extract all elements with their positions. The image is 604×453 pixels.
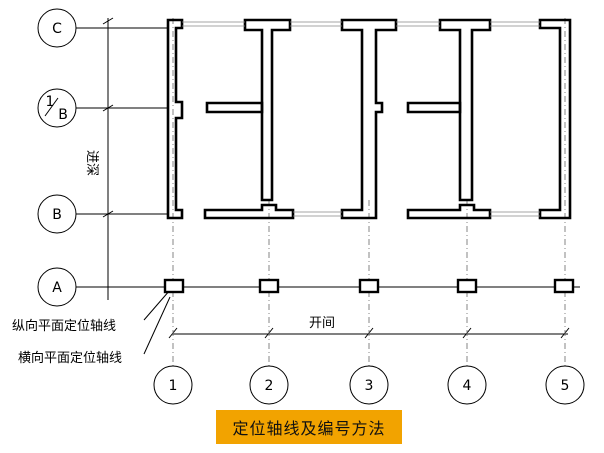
window-lines — [182, 21, 540, 217]
longitudinal-axis-label: 纵向平面定位轴线 — [12, 318, 116, 334]
svg-text:1: 1 — [46, 94, 55, 110]
diagram-title: 定位轴线及编号方法 — [216, 410, 402, 444]
walls — [166, 18, 572, 220]
axis-bubble-c: C — [37, 8, 77, 48]
axis-bubble-2: 2 — [249, 365, 289, 405]
axis-bubble-1: 1 — [153, 365, 193, 405]
svg-text:3: 3 — [365, 378, 374, 394]
svg-text:4: 4 — [463, 378, 472, 394]
vertical-axis-lines — [172, 18, 566, 368]
depth-label: 进深 — [84, 150, 99, 176]
svg-text:5: 5 — [561, 378, 570, 394]
svg-text:A: A — [52, 280, 62, 296]
axis-bubble-b: B — [37, 194, 77, 234]
svg-text:2: 2 — [265, 378, 274, 394]
transverse-axis-label: 横向平面定位轴线 — [18, 350, 122, 366]
columns — [163, 278, 575, 294]
axis-bubble-4: 4 — [447, 365, 487, 405]
svg-text:B: B — [52, 207, 62, 223]
axis-bubble-a: A — [37, 267, 77, 307]
axis-bubble-3: 3 — [349, 365, 389, 405]
svg-text:B: B — [58, 107, 68, 123]
svg-text:C: C — [52, 21, 62, 37]
axis-bubble-5: 5 — [545, 365, 585, 405]
axis-bubble-1b: 1 B — [37, 88, 77, 128]
bay-label: 开间 — [309, 316, 335, 331]
dimension-lines — [76, 17, 580, 355]
svg-text:1: 1 — [169, 378, 178, 394]
